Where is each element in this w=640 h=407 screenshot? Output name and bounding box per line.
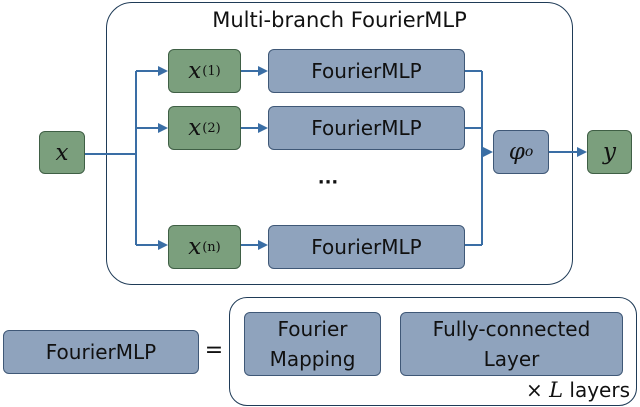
fourier-mlp-block-2: FourierMLP [268,106,465,150]
branch-var-n: x [188,234,202,260]
input-node: x [39,131,85,174]
times-symbol: × [525,378,543,402]
output-node: y [587,130,632,174]
diagram-title: Multi-branch FourierMLP [212,8,467,32]
branch-var-1: x [188,58,202,84]
legend-equals: = [204,338,224,363]
fully-connected-block: Fully-connected Layer [400,312,623,376]
multi-branch-frame [106,2,573,285]
fourier-mlp-block-1: FourierMLP [268,49,465,93]
layer-count-var: L [549,378,564,402]
input-var: x [55,139,69,166]
branch-input-2: x(2) [168,106,241,150]
fourier-mapping-line1: Fourier [277,317,348,341]
branch-var-2: x [188,115,202,141]
fourier-mlp-block-n: FourierMLP [268,225,465,269]
branch-index-n: (n) [202,239,221,255]
branch-input-1: x(1) [168,49,241,93]
layers-caption: × L layers [470,378,630,402]
combiner-var: φ [508,139,525,165]
fourier-mapping-line2: Mapping [269,347,356,371]
combiner-sub: o [524,144,534,160]
layers-word: layers [569,378,630,402]
fully-connected-line2: Layer [483,347,540,371]
fourier-mapping-block: Fourier Mapping [244,312,381,376]
legend-fourier-mlp: FourierMLP [3,330,199,374]
branch-index-1: (1) [202,63,221,79]
legend-frame [229,297,637,406]
output-var: y [603,139,616,165]
branch-input-n: x(n) [168,225,241,269]
fully-connected-line1: Fully-connected [432,317,591,341]
branch-ellipsis: ··· [317,172,339,193]
branch-index-2: (2) [202,120,221,136]
